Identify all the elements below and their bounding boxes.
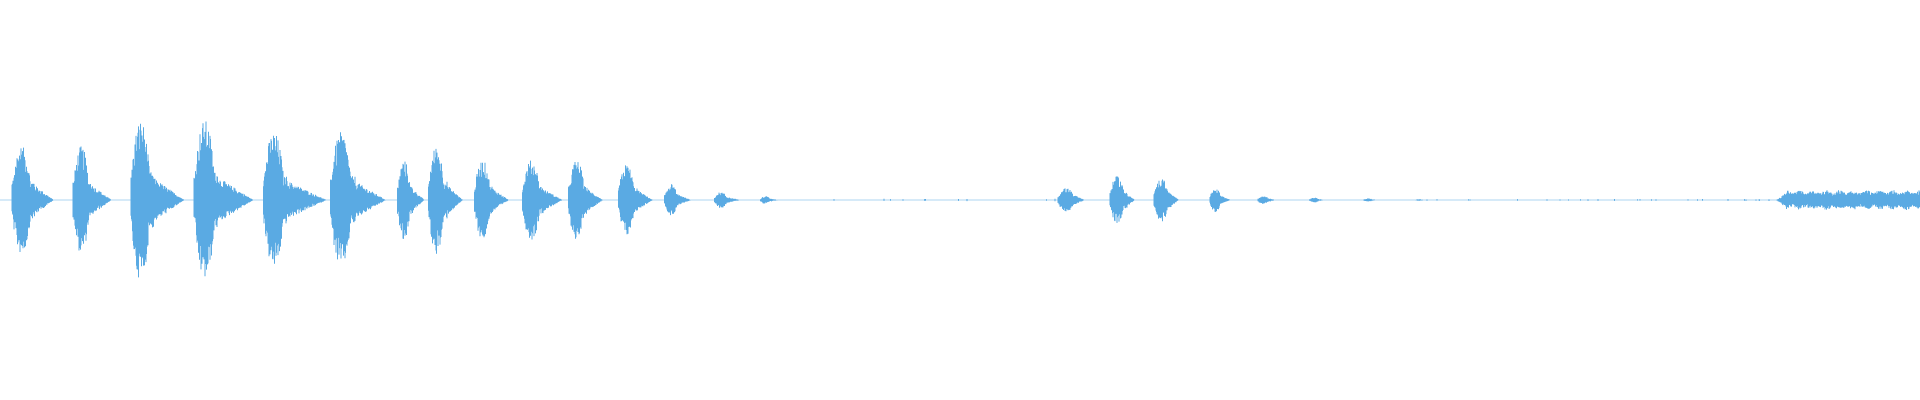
waveform-trace [0,121,1920,278]
